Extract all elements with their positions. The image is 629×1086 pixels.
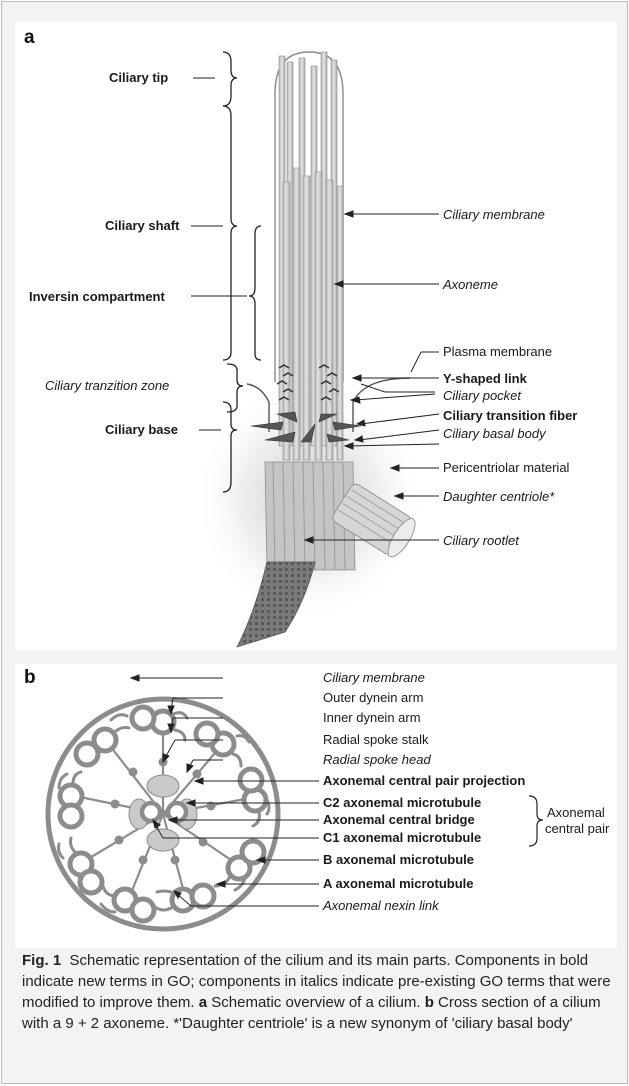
central-pair-brace xyxy=(529,796,543,846)
caption-a-text: Schematic overview of a cilium. xyxy=(211,994,420,1011)
caption-fig-label: Fig. 1 xyxy=(22,952,61,969)
axoneme-microtubules xyxy=(279,52,343,460)
panel-b: b xyxy=(15,664,617,948)
label-outer-dynein-arm: Outer dynein arm xyxy=(323,690,423,705)
label-plasma-membrane: Plasma membrane xyxy=(443,344,552,359)
cilium-diagram xyxy=(15,22,617,650)
label-c2-microtubule: C2 axonemal microtubule xyxy=(323,795,481,810)
label-ciliary-tip: Ciliary tip xyxy=(109,70,168,85)
label-ciliary-transition-fiber: Ciliary transition fiber xyxy=(443,408,577,423)
label-radial-spoke-head: Radial spoke head xyxy=(323,752,431,767)
label-central-pair-group-line2: central pair xyxy=(545,821,609,836)
label-ciliary-rootlet: Ciliary rootlet xyxy=(443,533,519,548)
label-pericentriolar-material: Pericentriolar material xyxy=(443,460,569,475)
label-ciliary-pocket: Ciliary pocket xyxy=(443,388,521,403)
label-axoneme: Axoneme xyxy=(443,277,498,292)
caption-b-letter: b xyxy=(425,994,434,1011)
label-ciliary-base: Ciliary base xyxy=(105,422,178,437)
label-inversin-compartment: Inversin compartment xyxy=(29,289,165,304)
label-inner-dynein-arm: Inner dynein arm xyxy=(323,710,421,725)
panel-a: a xyxy=(15,22,617,650)
label-ciliary-membrane: Ciliary membrane xyxy=(443,207,545,222)
label-radial-spoke-stalk: Radial spoke stalk xyxy=(323,732,429,747)
label-ciliary-transition-zone: Ciliary tranzition zone xyxy=(45,378,169,393)
label-ciliary-shaft: Ciliary shaft xyxy=(105,218,179,233)
label-c1-microtubule: C1 axonemal microtubule xyxy=(323,830,481,845)
label-ciliary-basal-body: Ciliary basal body xyxy=(443,426,546,441)
label-central-bridge: Axonemal central bridge xyxy=(323,812,475,827)
label-a-microtubule: A axonemal microtubule xyxy=(323,876,474,891)
figure-caption: Fig. 1 Schematic representation of the c… xyxy=(22,950,622,1034)
caption-a-letter: a xyxy=(199,994,207,1011)
label-y-shaped-link: Y-shaped link xyxy=(443,371,527,386)
label-daughter-centriole: Daughter centriole* xyxy=(443,489,554,504)
label-b-ciliary-membrane: Ciliary membrane xyxy=(323,670,425,685)
label-central-pair-projection: Axonemal central pair projection xyxy=(323,773,525,788)
label-b-microtubule: B axonemal microtubule xyxy=(323,852,474,867)
caption-title: Schematic representation of the cilium a… xyxy=(70,952,451,969)
left-leader-lines xyxy=(191,78,247,430)
axoneme-cross-section xyxy=(15,664,617,948)
label-nexin-link: Axonemal nexin link xyxy=(323,898,439,913)
label-central-pair-group-line1: Axonemal xyxy=(547,805,605,820)
